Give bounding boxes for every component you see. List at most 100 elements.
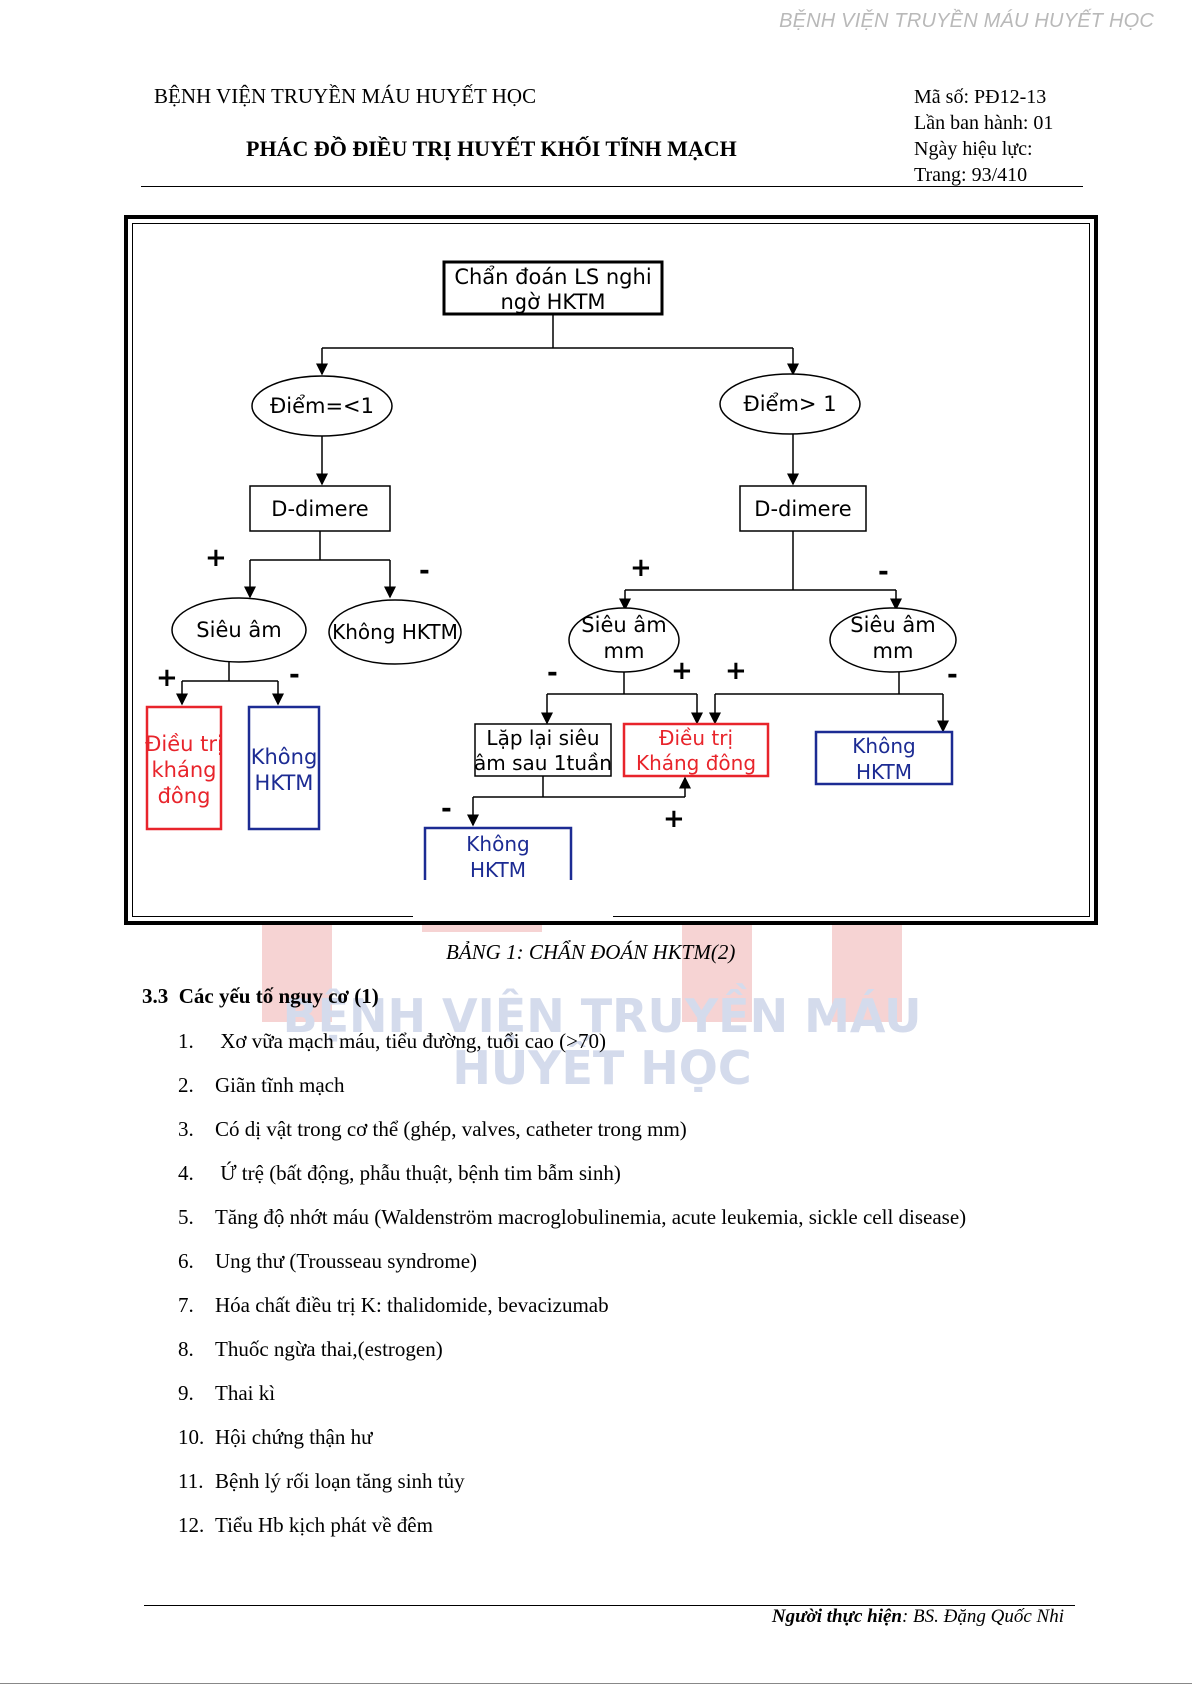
minus-sign: - [419,556,430,586]
list-item-number: 8. [178,1337,194,1361]
list-item: 5. Tăng độ nhớt máu (Waldenström macroglo… [178,1202,966,1246]
list-item-number: 12. [178,1513,205,1537]
list-item-text: Hóa chất điều trị K: thalidomide, bevaci… [215,1293,609,1317]
section-heading: 3.3 Các yếu tố nguy cơ (1) [142,984,379,1009]
treat-mid-line2: Kháng đông [636,751,756,775]
section-title: Các yếu tố nguy cơ (1) [178,984,379,1008]
page-number: Trang: 93/410 [914,164,1028,186]
repeat-us-line1: Lặp lại siêu [486,726,599,750]
us-mm-a-line2: mm [604,639,645,663]
us-mm-b-line1: Siêu âm [850,613,935,637]
treat-left-line2: kháng [152,758,217,782]
list-item: 6.Ung thư (Trousseau syndrome) [178,1246,966,1290]
minus-sign: - [547,658,558,688]
minus-sign: - [289,660,300,690]
document-code: Mã số: PĐ12-13 [914,86,1047,108]
document-meta: Mã số: PĐ12-13 Lần ban hành: 01 Ngày hiệ… [914,84,1053,188]
list-item-number: 10. [178,1425,205,1449]
effective-date: Ngày hiệu lực: [914,138,1033,160]
header-divider [141,186,1083,187]
ultrasound-left-label: Siêu âm [196,618,281,642]
list-item-number: 9. [178,1381,194,1405]
list-item-text: Ứ trệ (bất động, phẫu thuật, bệnh tim bẫ… [215,1161,621,1185]
score-low-label: Điểm=<1 [270,394,374,418]
list-item-number: 1. [178,1029,194,1053]
list-item-number: 11. [178,1469,204,1493]
list-item-text: Thuốc ngừa thai,(estrogen) [215,1337,443,1361]
diagnosis-flowchart-figure: Chẩn đoán LS nghi ngờ HKTM Điểm=<1 Điểm>… [124,215,1098,925]
list-item: 3. Có dị vật trong cơ thể (ghép, valves, … [178,1114,966,1158]
ddimer-right-label: D-dimere [754,497,851,521]
author-name: : BS. Đặng Quốc Nhi [901,1606,1064,1627]
no-vte-blue-right-line1: Không [852,734,915,758]
diagnosis-flowchart: Chẩn đoán LS nghi ngờ HKTM Điểm=<1 Điểm>… [145,260,958,920]
list-item-number: 5. [178,1205,194,1229]
list-item-text: Xơ vữa mạch máu, tiểu đường, tuổi cao (>… [215,1029,606,1053]
no-vte-blue-left-line1: Không [251,745,318,769]
ddimer-right-box [739,485,867,532]
list-item: 9. Thai kì [178,1378,966,1422]
plus-sign: + [630,553,652,583]
plus-sign: + [663,804,685,834]
plus-sign: + [725,656,747,686]
repeat-ultrasound-box [474,723,612,777]
root-box [442,260,664,316]
plus-sign: + [671,656,693,686]
list-item: 2. Giãn tĩnh mạch [178,1070,966,1114]
list-item: 4. Ứ trệ (bất động, phẫu thuật, bệnh tim… [178,1158,966,1202]
list-item-text: Tăng độ nhớt máu (Waldenström macroglobu… [215,1205,967,1229]
plus-sign: + [156,663,178,693]
treat-anticoag-left-box [145,705,223,831]
list-item-text: Giãn tĩnh mạch [215,1073,345,1097]
list-item-number: 4. [178,1161,194,1185]
ultrasound-left-node [171,597,307,663]
list-item-text: Bệnh lý rối loạn tăng sinh tủy [215,1469,465,1493]
list-item-text: Thai kì [215,1381,276,1405]
footer-divider [144,1605,1075,1606]
no-vte-blue-right-line2: HKTM [856,760,912,784]
minus-sign: - [441,794,452,824]
no-vte-blue-bottom-line1: Không [466,832,529,856]
list-item-text: Tiểu Hb kịch phát về đêm [215,1513,433,1537]
list-item: 12. Tiểu Hb kịch phát về đêm [178,1510,966,1554]
no-vte-blue-left-box [247,705,321,831]
us-mm-a-line1: Siêu âm [581,613,666,637]
list-item-text: Ung thư (Trousseau syndrome) [215,1249,478,1273]
no-vte-blue-left-line2: HKTM [255,771,314,795]
us-mm-b-line2: mm [873,639,914,663]
figure-caption: BẢNG 1: CHẨN ĐOÁN HKTM(2) [446,940,736,964]
section-number: 3.3 [142,984,169,1008]
minus-sign: - [947,660,958,690]
top-watermark-text: BỆNH VIỆN TRUYỀN MÁU HUYẾT HỌC [779,10,1154,32]
treat-left-line3: đông [158,784,211,808]
root-label-line2: ngờ HKTM [500,290,605,314]
root-label-line1: Chẩn đoán LS nghi [454,265,651,289]
list-item-number: 3. [178,1117,194,1141]
list-item-number: 7. [178,1293,194,1317]
list-item: 10.Hội chứng thận hư [178,1422,966,1466]
list-item-number: 2. [178,1073,194,1097]
no-vte-left-label: Không HKTM [332,620,458,644]
no-vte-blue-bottom-line2: HKTM [470,858,526,882]
score-high-node [719,373,861,435]
document-title: PHÁC ĐỒ ĐIỀU TRỊ HUYẾT KHỐI TĨNH MẠCH [246,136,737,161]
treat-mid-line1: Điều trị [659,726,733,750]
no-vte-blue-right-box [814,730,954,786]
plus-sign: + [205,543,227,573]
treat-left-line1: Điều trị [145,732,223,756]
hospital-name: BỆNH VIỆN TRUYỀN MÁU HUYẾT HỌC [154,84,537,108]
repeat-us-line2: âm sau 1tuần [474,751,612,775]
issue-number: Lần ban hành: 01 [914,112,1054,134]
treat-anticoag-mid-box [622,722,770,778]
list-item: 7. Hóa chất điều trị K: thalidomide, beva… [178,1290,966,1334]
no-vte-left-node [328,599,462,665]
ultrasound-mm-b-node [829,607,957,673]
ddimer-left-box [249,485,391,532]
minus-sign: - [878,557,889,587]
author-footer: Người thực hiện: BS. Đặng Quốc Nhi [772,1606,1064,1628]
list-item-text: Có dị vật trong cơ thể (ghép, valves, ca… [215,1117,687,1141]
author-label: Người thực hiện [771,1606,902,1627]
list-item: 1. Xơ vữa mạch máu, tiểu đường, tuổi cao… [178,1026,966,1070]
score-high-label: Điểm> 1 [743,392,836,416]
risk-factor-list: 1. Xơ vữa mạch máu, tiểu đường, tuổi cao… [178,1026,966,1554]
